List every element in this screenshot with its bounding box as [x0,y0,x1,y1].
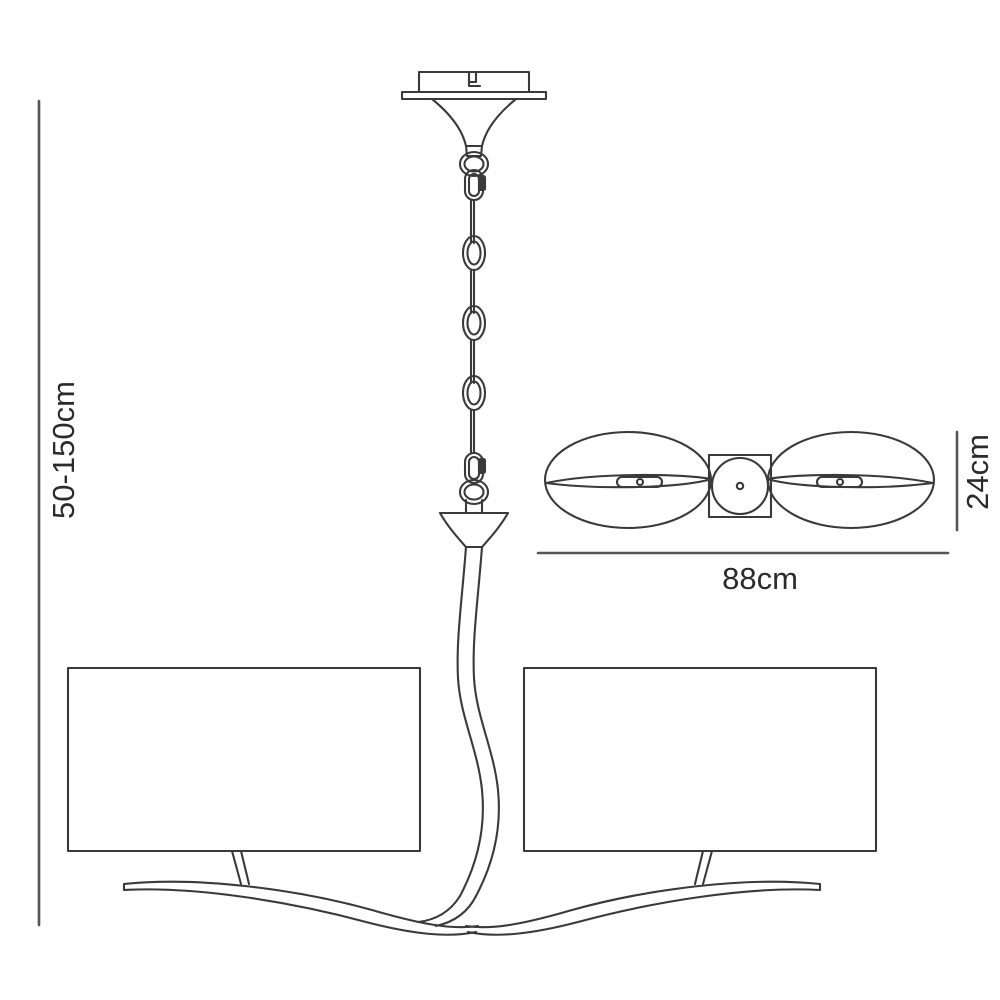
plan-left-socket [615,475,664,489]
plan-center-mount [707,453,773,519]
ceiling-cone [430,97,518,158]
left-shade-stem [230,849,251,886]
left-curved-arm [122,880,480,936]
chain-bottom-ring [458,478,490,506]
right-shade-stem [693,849,714,886]
central-curved-stem [416,545,500,928]
plan-right-socket [815,475,864,489]
ceiling-mount-plate [400,70,548,101]
dimension-label-width: 88cm [722,561,798,596]
dimension-label-depth: 24cm [960,434,995,510]
lower-flared-cup [438,498,510,549]
right-lamp-shade [522,666,878,853]
suspension-chain [461,198,487,455]
dimension-label-height: 50-150cm [46,381,81,519]
left-lamp-shade [66,666,422,853]
chain-bottom-clasp [463,451,487,485]
chain-top-ring [458,150,490,178]
right-curved-arm [464,880,822,936]
